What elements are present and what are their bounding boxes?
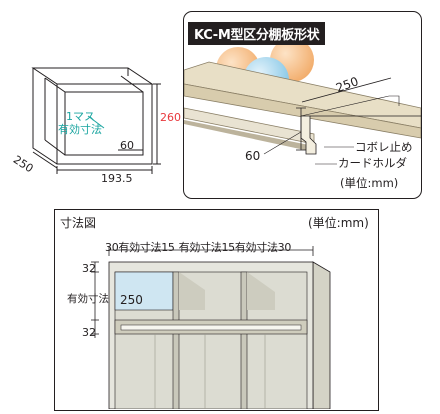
seg-effective-3: 有効寸法: [234, 241, 278, 254]
cube-inner-value: 60: [120, 139, 134, 152]
seg-effective-1: 有効寸法: [118, 241, 162, 254]
cube-cell-label: 1マス 有効寸法: [58, 110, 102, 136]
shelf-front-value: 60: [245, 149, 261, 163]
dimension-unit-label: (単位:mm): [308, 216, 369, 230]
seg-effective-2: 有効寸法: [178, 241, 222, 254]
cube-label-line2: 有効寸法: [58, 123, 102, 136]
shelf-profile-drawing: [184, 38, 421, 165]
card-holder-label: カードホルダ: [338, 156, 407, 170]
detail-unit-label: (単位:mm): [340, 176, 399, 190]
seg-left-margin: 30: [105, 241, 119, 254]
cube-height-value: 260: [160, 111, 181, 124]
side-effective-label: 有効寸法: [67, 293, 109, 305]
seg-gap-2: 15: [221, 241, 235, 254]
top-gap-value: 32: [82, 262, 96, 275]
seg-gap-1: 15: [161, 241, 175, 254]
cube-diagram: [31, 67, 161, 174]
dimension-title: 寸法図: [60, 216, 97, 230]
cell-depth-value: 250: [120, 293, 143, 307]
seg-right-margin: 30: [277, 241, 292, 254]
cube-label-line1: 1マス: [66, 110, 95, 123]
cabinet-front-drawing: [91, 246, 331, 409]
lip-stopper-label: コボレ止め: [355, 140, 413, 154]
shelf-detail-panel: [183, 11, 422, 199]
bottom-gap-value: 32: [82, 326, 96, 339]
cube-width-value: 193.5: [101, 172, 133, 185]
shelf-detail-title: KC-M型区分棚板形状: [188, 22, 326, 45]
